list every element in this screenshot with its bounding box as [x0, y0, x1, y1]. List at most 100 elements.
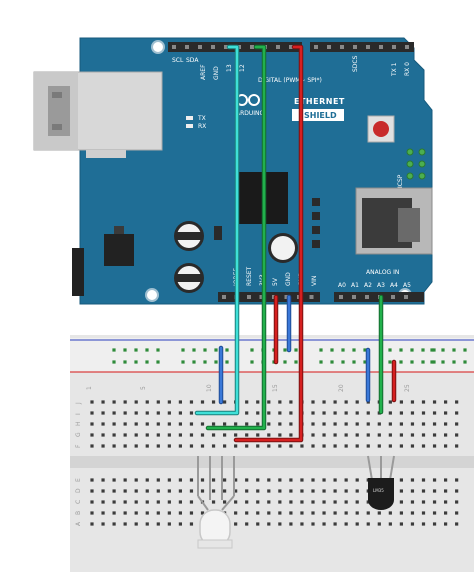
breadboard-hole	[90, 444, 94, 448]
breadboard-hole	[245, 478, 249, 482]
breadboard-hole	[410, 400, 415, 404]
breadboard-hole	[256, 422, 260, 426]
breadboard-hole	[178, 400, 182, 404]
row-letter: A	[75, 521, 82, 526]
row-letter: J	[75, 402, 82, 405]
header-pin	[391, 295, 395, 299]
breadboard-hole	[156, 400, 160, 404]
led-leg-bend	[197, 495, 209, 511]
ethernet-port	[48, 86, 70, 136]
breadboard-hole	[333, 411, 337, 415]
breadboard-hole	[300, 511, 304, 515]
breadboard-hole	[178, 478, 182, 482]
breadboard-hole	[178, 522, 182, 526]
arduino-text: ARDUINO	[236, 110, 265, 117]
breadboard-hole	[234, 489, 238, 493]
breadboard-hole	[200, 478, 205, 482]
breadboard-hole	[134, 500, 138, 504]
breadboard-hole	[200, 444, 205, 448]
breadboard-hole	[333, 522, 337, 526]
breadboard-hole	[399, 522, 403, 526]
breadboard-hole	[421, 489, 426, 493]
rail-hole	[363, 348, 367, 352]
breadboard-hole	[289, 433, 293, 437]
breadboard-hole	[333, 422, 337, 426]
pin-label-aref: AREF	[200, 64, 207, 80]
breadboard-hole	[322, 500, 326, 504]
breadboard-hole	[189, 411, 194, 415]
rx-led	[186, 124, 193, 128]
rail-hole	[112, 348, 116, 352]
breadboard-hole	[90, 433, 94, 437]
row-letter: D	[75, 488, 82, 493]
breadboard-hole	[366, 433, 370, 437]
breadboard-hole	[112, 511, 116, 515]
breadboard-hole	[388, 433, 392, 437]
breadboard-hole	[90, 522, 94, 526]
top-header-right	[310, 42, 414, 52]
breadboard-hole	[145, 500, 149, 504]
breadboard-hole	[267, 411, 271, 415]
breadboard-hole	[355, 422, 359, 426]
breadboard-hole	[322, 522, 326, 526]
rx-label: RX	[198, 123, 206, 130]
breadboard-hole	[366, 522, 370, 526]
rail-hole	[181, 360, 185, 364]
breadboard-hole	[245, 422, 249, 426]
pin-label-13: 13	[226, 64, 233, 72]
breadboard-hole	[333, 511, 337, 515]
header-pin	[379, 45, 383, 49]
breadboard-hole	[189, 511, 194, 515]
breadboard-hole	[366, 511, 370, 515]
rail-hole	[430, 348, 434, 352]
breadboard-hole	[344, 422, 348, 426]
rail-hole	[399, 360, 403, 364]
breadboard-hole	[245, 444, 249, 448]
breadboard-hole	[432, 489, 437, 493]
power-jack	[72, 248, 84, 296]
breadboard-hole	[245, 489, 249, 493]
breadboard-hole	[189, 489, 194, 493]
pin-label-a0: A0	[338, 282, 346, 289]
breadboard-hole	[267, 522, 271, 526]
breadboard-hole	[278, 422, 282, 426]
breadboard-hole	[278, 500, 282, 504]
breadboard-hole	[134, 511, 138, 515]
breadboard-hole	[421, 400, 426, 404]
capacitor	[174, 263, 204, 293]
breadboard-hole	[344, 478, 348, 482]
breadboard-hole	[278, 444, 282, 448]
breadboard-hole	[145, 444, 149, 448]
bottom-header-left	[218, 292, 320, 302]
breadboard-hole	[455, 400, 459, 404]
temperature-sensor: LM35	[367, 455, 395, 510]
top-header-pins	[172, 45, 409, 49]
pin-label-reset: RESET	[246, 266, 253, 286]
breadboard-hole	[399, 511, 403, 515]
row-letter: B	[75, 511, 82, 515]
breadboard-hole	[234, 478, 238, 482]
rail-hole	[388, 348, 392, 352]
breadboard-hole	[399, 500, 403, 504]
led-leg-bend	[221, 495, 235, 511]
breadboard-hole	[455, 422, 459, 426]
breadboard-hole	[278, 489, 282, 493]
breadboard-hole	[101, 444, 105, 448]
breadboard-hole	[322, 433, 326, 437]
rail-hole	[112, 360, 116, 364]
breadboard-hole	[167, 422, 171, 426]
breadboard-hole	[344, 511, 348, 515]
rail-hole	[319, 360, 323, 364]
breadboard-hole	[410, 478, 415, 482]
breadboard-hole	[421, 422, 426, 426]
breadboard-hole	[410, 411, 415, 415]
breadboard-hole	[134, 444, 138, 448]
breadboard-hole	[112, 489, 116, 493]
breadboard-hole	[399, 422, 403, 426]
ethernet-jack-base	[86, 150, 126, 158]
pin-label-vin: VIN	[311, 276, 318, 286]
breadboard-hole	[344, 500, 348, 504]
breadboard-hole	[421, 433, 426, 437]
breadboard-hole	[167, 444, 171, 448]
rail-hole	[341, 360, 345, 364]
